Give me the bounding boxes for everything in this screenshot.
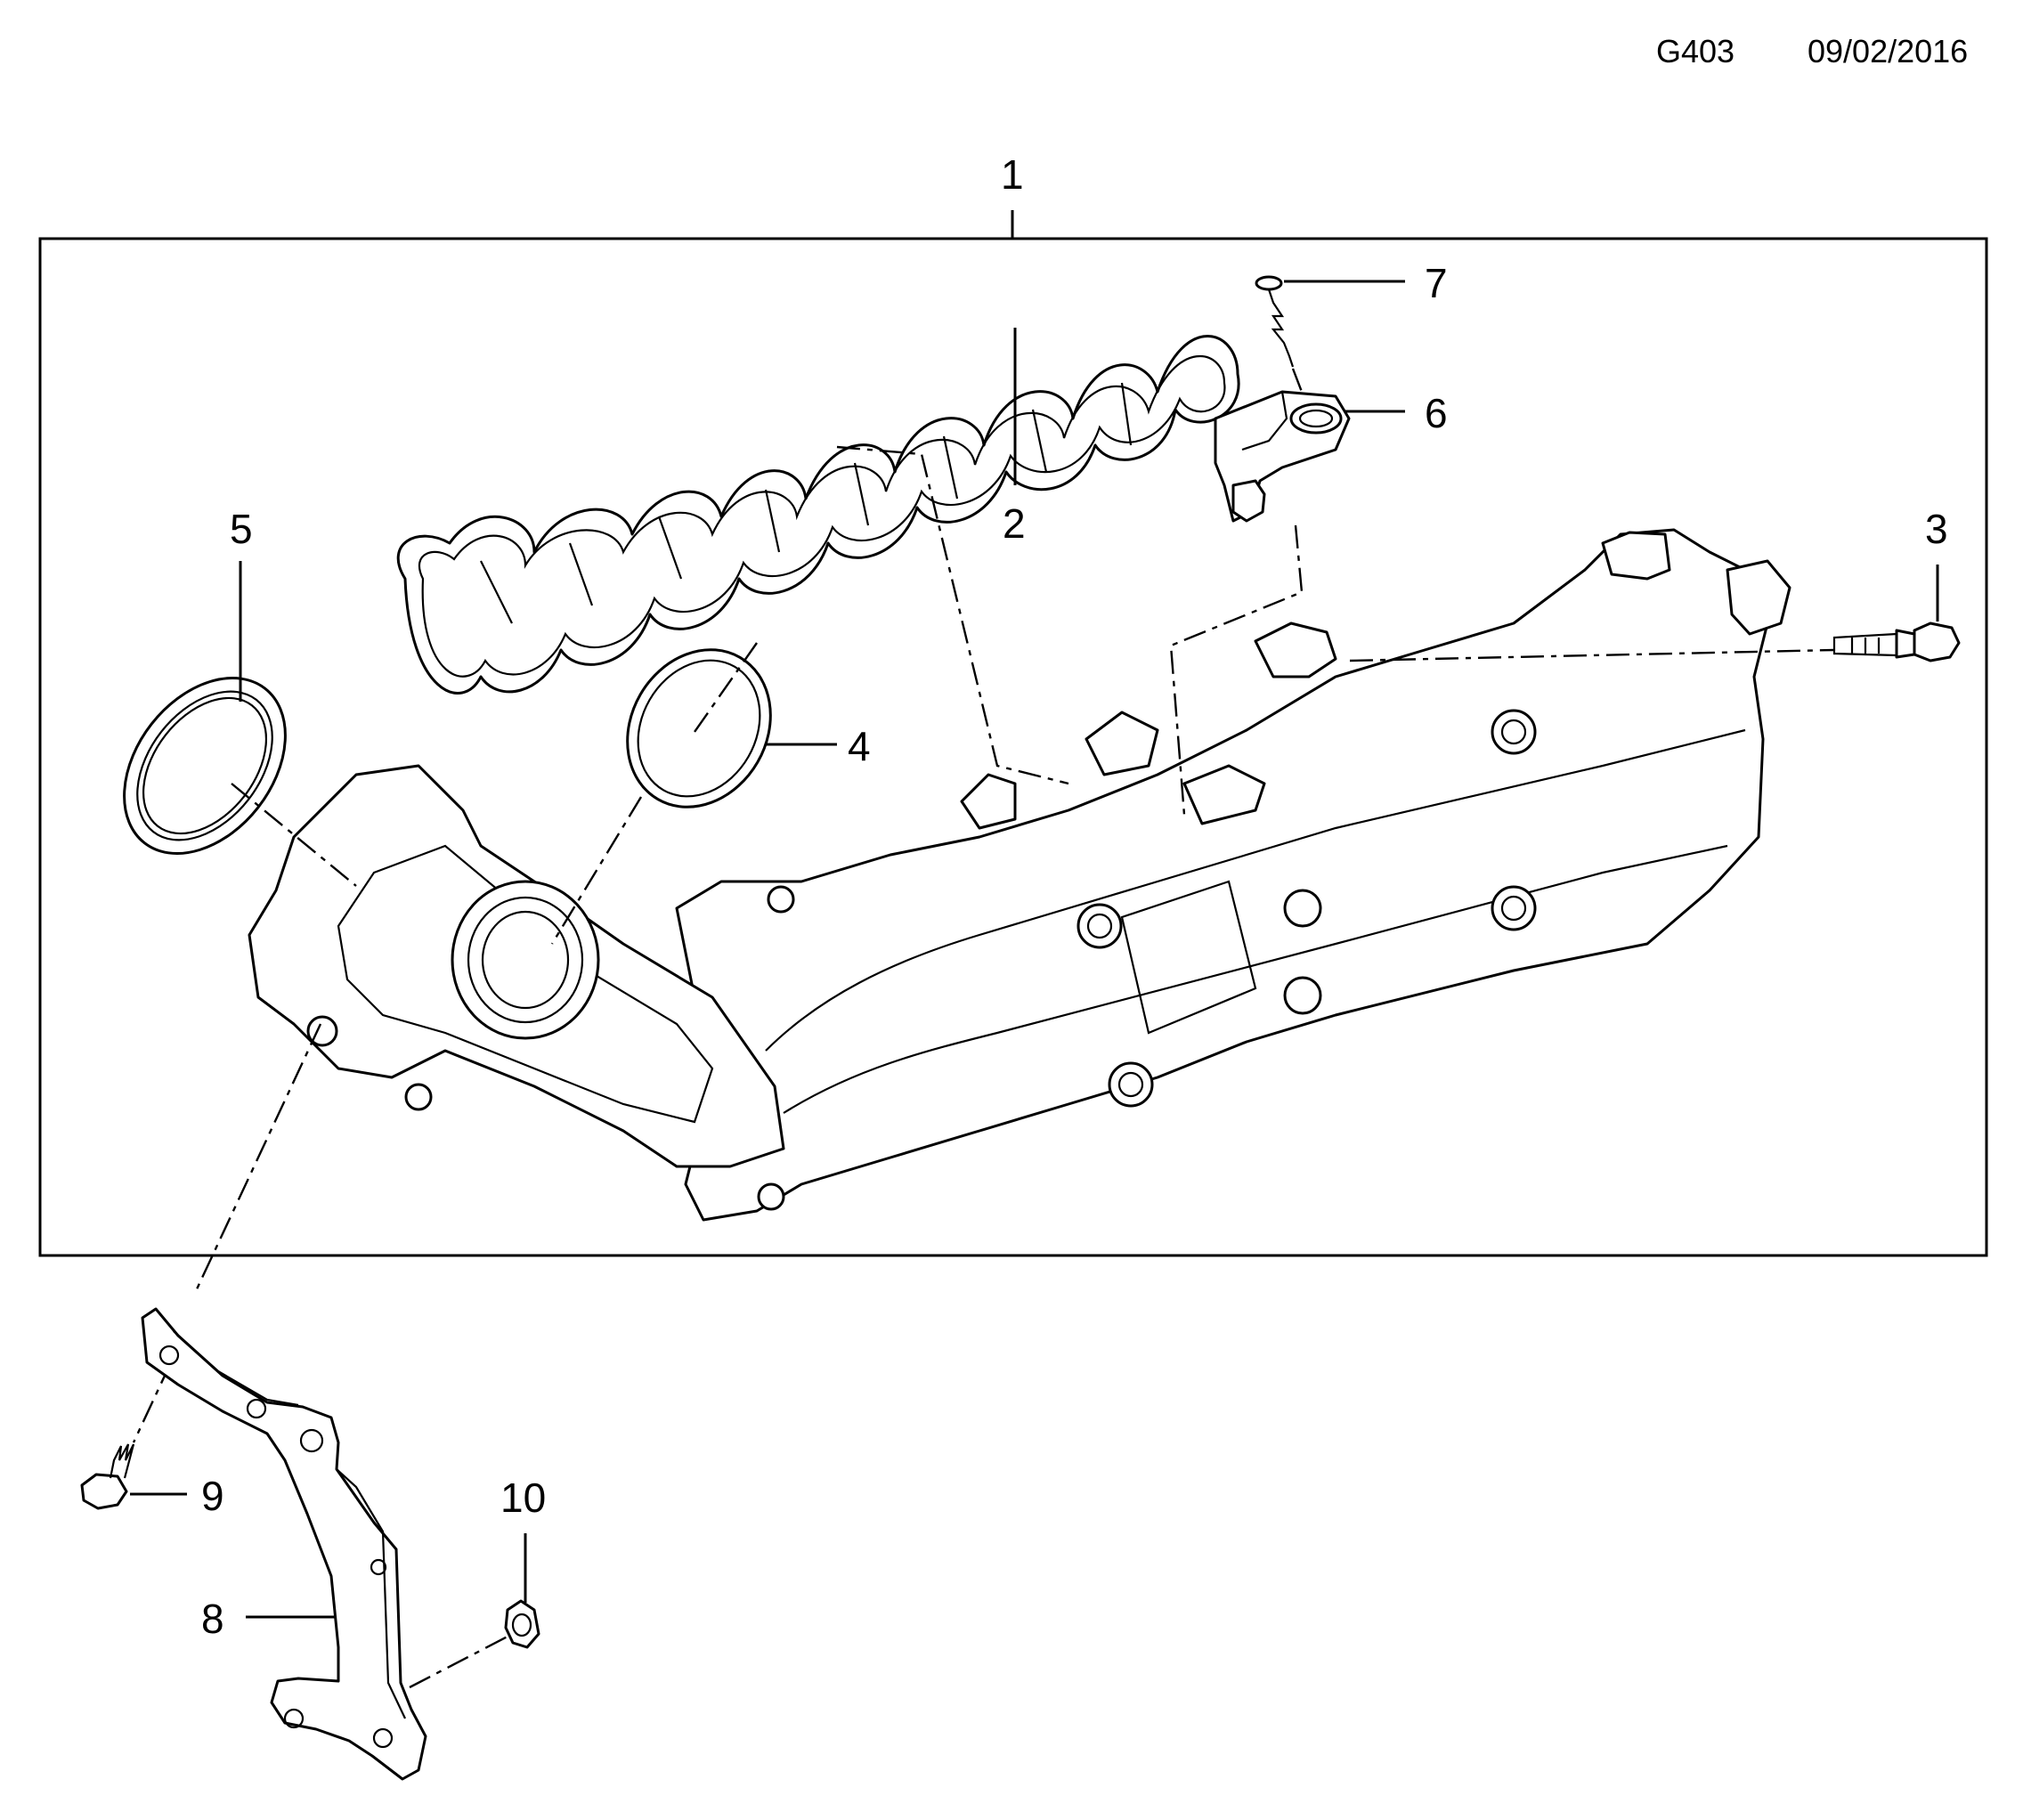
pressure-sensor[interactable] xyxy=(1214,390,1351,523)
bracket-bolt[interactable] xyxy=(80,1443,135,1510)
mounting-bolt[interactable] xyxy=(1832,622,1961,662)
manifold-gasket[interactable] xyxy=(396,335,1240,695)
intake-manifold[interactable] xyxy=(248,528,1791,1222)
callout-7[interactable]: 7 xyxy=(1425,260,1448,306)
support-bracket[interactable] xyxy=(141,1307,427,1781)
page-code: G403 xyxy=(1656,33,1735,69)
callout-6[interactable]: 6 xyxy=(1425,390,1448,436)
callout-8[interactable]: 8 xyxy=(201,1596,224,1642)
callout-5[interactable]: 5 xyxy=(230,506,253,552)
o-ring-seal[interactable] xyxy=(91,647,318,885)
throttle-seal-ring[interactable] xyxy=(599,623,799,833)
callout-10[interactable]: 10 xyxy=(500,1475,546,1521)
callout-3[interactable]: 3 xyxy=(1925,506,1948,552)
callout-1[interactable]: 1 xyxy=(1001,151,1024,198)
diagram-date: 09/02/2016 xyxy=(1808,33,1968,69)
callout-2[interactable]: 2 xyxy=(1003,500,1026,547)
flange-nut[interactable] xyxy=(504,1599,540,1649)
callout-9[interactable]: 9 xyxy=(201,1473,224,1519)
callout-4[interactable]: 4 xyxy=(848,723,871,769)
sensor-screw[interactable] xyxy=(1255,275,1295,368)
assembly-frame xyxy=(38,210,1988,1257)
